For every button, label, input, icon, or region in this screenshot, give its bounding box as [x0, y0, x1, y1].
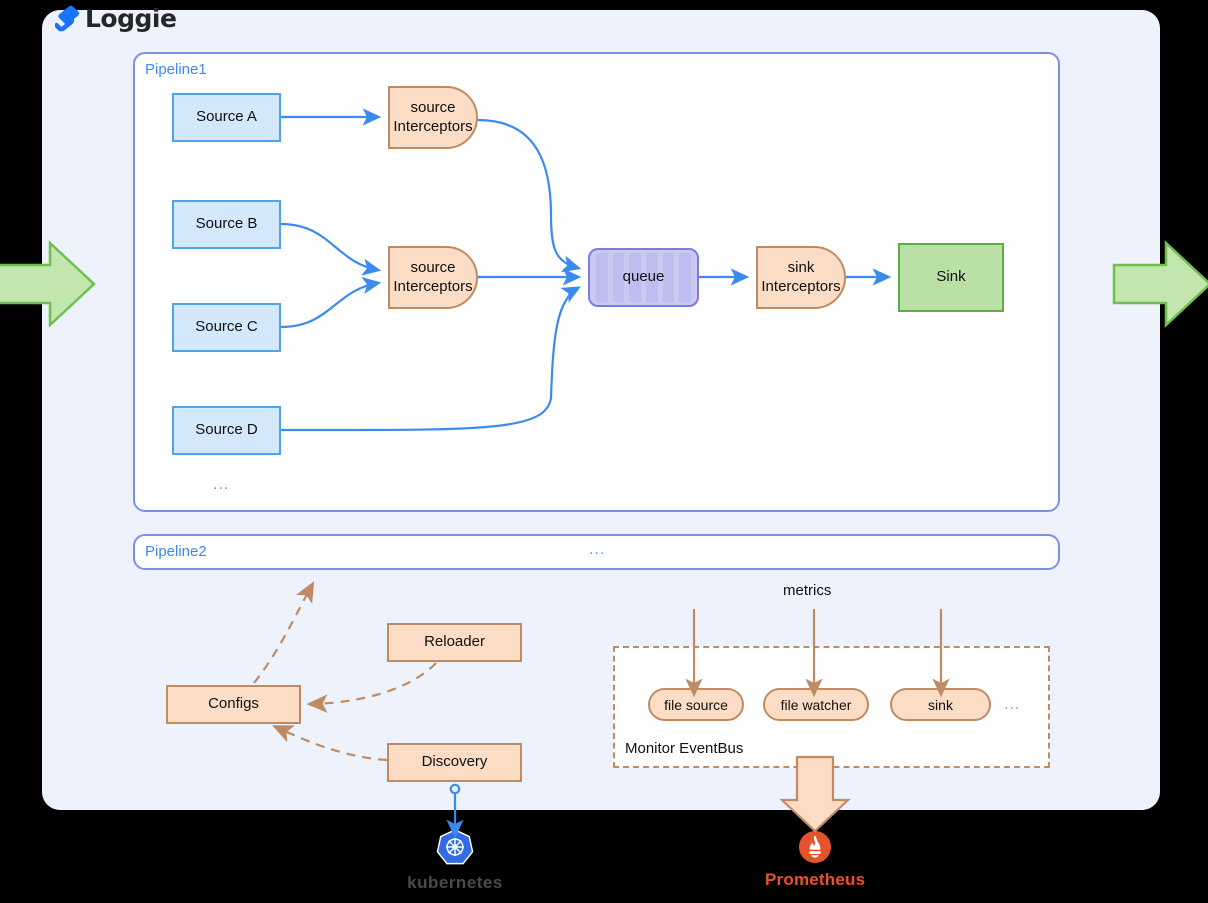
sink-interceptors-text: sink Interceptors: [761, 258, 841, 295]
kubernetes-brand: kubernetes: [404, 828, 506, 891]
pill-file-watcher[interactable]: file watcher: [763, 688, 869, 721]
queue-label: queue: [622, 268, 665, 286]
source-a-box[interactable]: Source A: [172, 93, 281, 142]
source-interceptors-top-text: source Interceptors: [393, 98, 473, 135]
loggie-s-mark: [55, 5, 80, 32]
pipeline2-ellipsis: ...: [589, 541, 606, 558]
output-flow-arrow: [1112, 240, 1208, 328]
discovery-box[interactable]: Discovery: [387, 743, 522, 782]
sink-box[interactable]: Sink: [898, 243, 1004, 312]
reloader-box[interactable]: Reloader: [387, 623, 522, 662]
source-interceptors-bottom-text: source Interceptors: [393, 258, 473, 295]
queue-box[interactable]: queue: [588, 248, 699, 307]
source-d-box[interactable]: Source D: [172, 406, 281, 455]
input-flow-arrow: [0, 240, 96, 328]
monitor-eventbus-label: Monitor EventBus: [625, 740, 744, 757]
prometheus-flame-icon: [799, 831, 831, 863]
pipeline2-container[interactable]: [133, 534, 1060, 570]
configs-box[interactable]: Configs: [166, 685, 301, 724]
sink-interceptors[interactable]: sink Interceptors: [756, 246, 846, 309]
source-c-box[interactable]: Source C: [172, 303, 281, 352]
source-b-box[interactable]: Source B: [172, 200, 281, 249]
source-interceptors-top[interactable]: source Interceptors: [388, 86, 478, 149]
pill-file-source[interactable]: file source: [648, 688, 744, 721]
logo-wordmark: Loggie: [85, 3, 177, 33]
queue-stripes: [590, 253, 697, 302]
pipeline2-label: Pipeline2: [145, 543, 207, 560]
metrics-label: metrics: [783, 582, 832, 599]
loggie-logo: Loggie: [55, 2, 180, 34]
pill-sink[interactable]: sink: [890, 688, 991, 721]
monitor-ellipsis: ...: [1004, 696, 1021, 713]
source-interceptors-bottom[interactable]: source Interceptors: [388, 246, 478, 309]
pipeline1-ellipsis: ...: [213, 476, 230, 493]
prometheus-brand: Prometheus: [765, 830, 865, 888]
kubernetes-helm-icon: [436, 829, 474, 865]
pipeline1-label: Pipeline1: [145, 61, 207, 78]
prometheus-label: Prometheus: [765, 870, 866, 889]
kubernetes-label: kubernetes: [407, 873, 503, 892]
